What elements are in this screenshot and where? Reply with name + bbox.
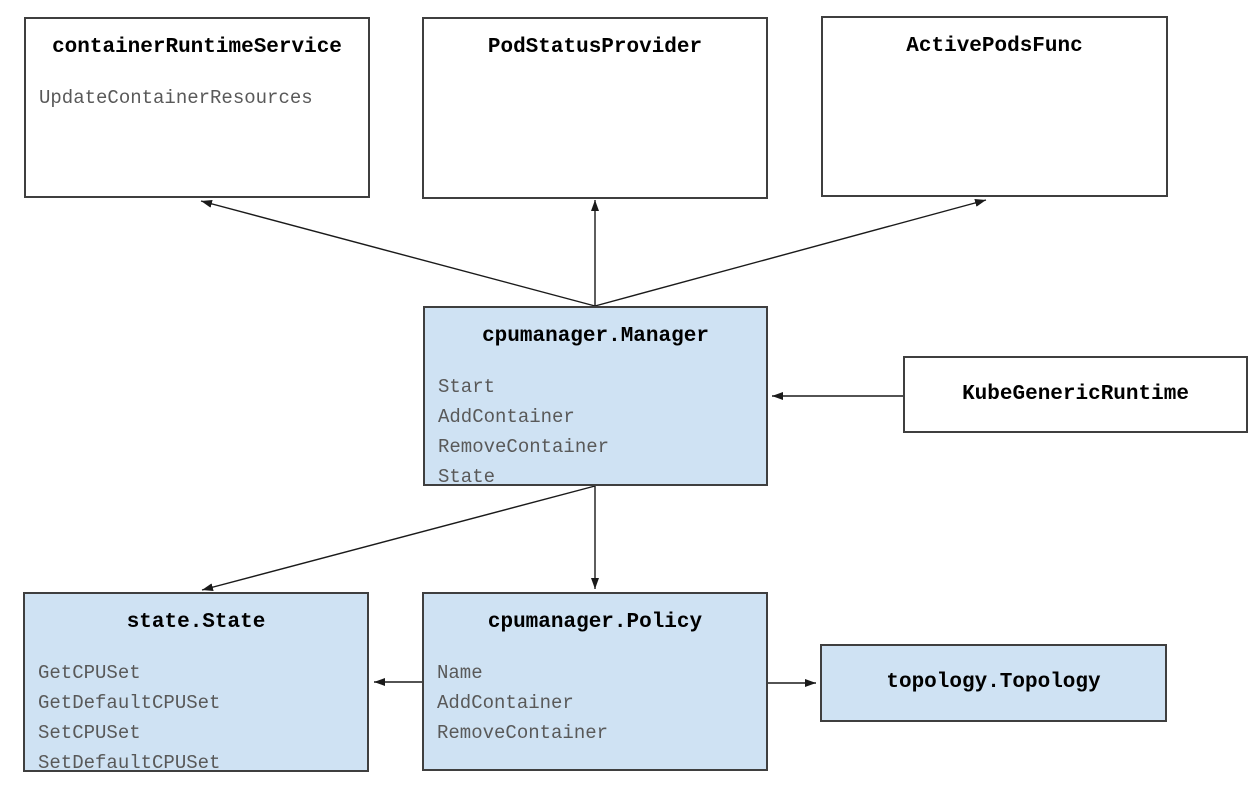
node-title: containerRuntimeService <box>52 36 342 59</box>
node-title: ActivePodsFunc <box>906 35 1083 58</box>
node-title: PodStatusProvider <box>487 36 703 59</box>
node-title: cpumanager.Manager <box>482 325 709 348</box>
member-item: AddContainer <box>437 692 574 714</box>
node-title: state.State <box>126 611 266 634</box>
member-item: State <box>438 466 496 488</box>
node-kube-generic-runtime: KubeGenericRuntime <box>903 356 1248 433</box>
edge-cpumanager_manager-to-container_runtime_service <box>200 199 596 307</box>
member-item: UpdateContainerResources <box>39 87 313 109</box>
node-container-runtime-service: containerRuntimeService UpdateContainerR… <box>24 17 370 198</box>
node-title: cpumanager.Policy <box>487 611 703 634</box>
member-item: Name <box>437 662 483 684</box>
member-item: GetDefaultCPUSet <box>38 692 221 714</box>
node-members: GetCPUSet GetDefaultCPUSet SetCPUSet Set… <box>38 658 220 778</box>
node-active-pods-func: ActivePodsFunc <box>821 16 1168 197</box>
node-title: KubeGenericRuntime <box>962 382 1189 406</box>
edge-cpumanager_manager-to-state_state <box>201 485 596 592</box>
node-state-state: state.State GetCPUSet GetDefaultCPUSet S… <box>23 592 369 774</box>
member-item: SetDefaultCPUSet <box>38 752 221 774</box>
node-title: topology.Topology <box>886 671 1101 694</box>
node-members: Name AddContainer RemoveContainer <box>437 658 608 748</box>
edge-cpumanager_manager-to-active_pods_func <box>594 199 987 307</box>
node-members: UpdateContainerResources <box>39 83 313 113</box>
member-item: Start <box>438 376 496 398</box>
member-item: SetCPUSet <box>38 722 141 744</box>
node-members: Start AddContainer RemoveContainer State <box>438 372 609 492</box>
member-item: RemoveContainer <box>438 436 610 458</box>
member-item: AddContainer <box>438 406 575 428</box>
node-cpumanager-policy: cpumanager.Policy Name AddContainer Remo… <box>422 592 768 771</box>
node-pod-status-provider: PodStatusProvider <box>422 17 768 199</box>
node-cpumanager-manager: cpumanager.Manager Start AddContainer Re… <box>423 306 768 488</box>
member-item: RemoveContainer <box>437 722 609 744</box>
node-topology-topology: topology.Topology <box>820 644 1167 722</box>
member-item: GetCPUSet <box>38 662 141 684</box>
